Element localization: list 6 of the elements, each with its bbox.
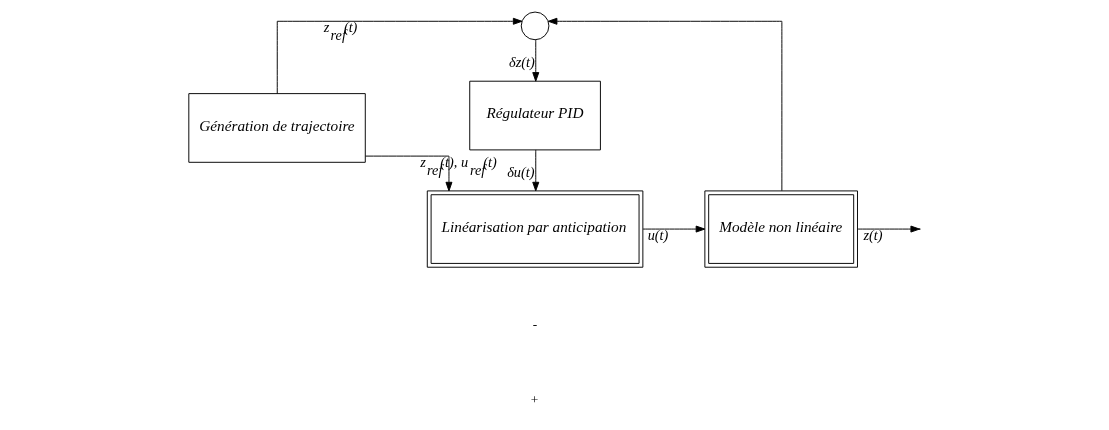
edge-label: u(t) — [647, 226, 669, 243]
edge-label: δu(t) — [507, 163, 535, 180]
edge-label: z(t) — [863, 226, 883, 243]
label: - — [532, 316, 538, 332]
edge-label: δz(t) — [509, 53, 535, 70]
label: + — [530, 392, 539, 408]
